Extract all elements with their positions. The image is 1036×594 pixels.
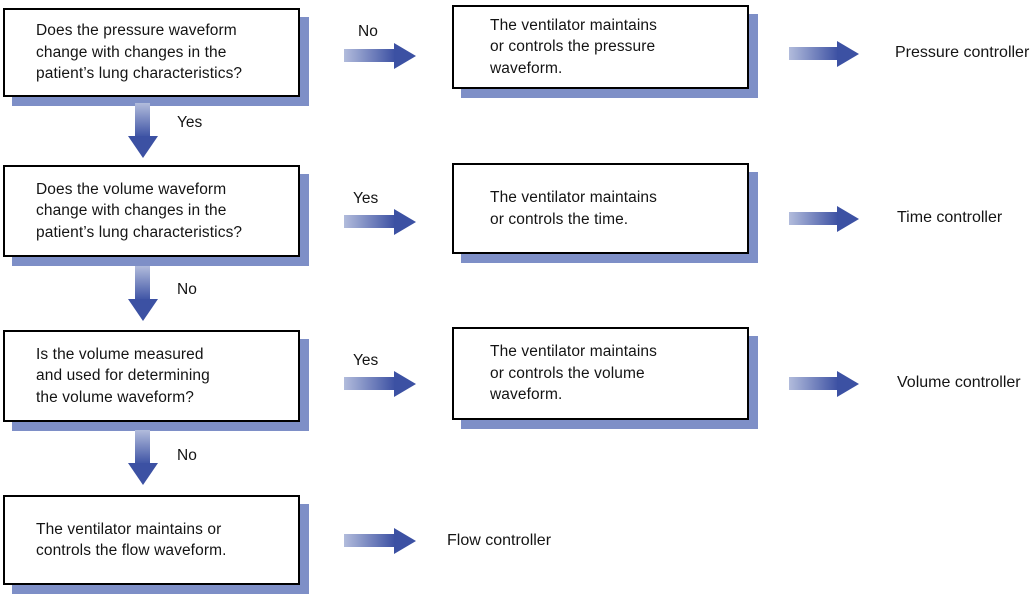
question-text-pressure: Does the pressure waveform change with c… <box>36 22 243 83</box>
arrow-shaft <box>344 534 394 547</box>
arrow-shaft <box>344 49 394 62</box>
arrow-shaft <box>135 430 150 463</box>
arrow-head <box>394 370 416 397</box>
branch-label-row1-no: No <box>358 23 378 40</box>
branch-label-row3-yes: Yes <box>353 352 379 369</box>
arrow-head <box>394 42 416 69</box>
result-text-volume: The ventilator maintains or controls the… <box>490 343 657 404</box>
outcome-label-pressure-controller: Pressure controller <box>895 44 1030 61</box>
branch-label-row2-yes: Yes <box>353 190 379 207</box>
question-text-volume-measured: Is the volume measured and used for dete… <box>36 345 210 406</box>
arrow-head <box>394 208 416 235</box>
branch-label-down1-yes: Yes <box>177 114 203 131</box>
arrow-shaft <box>789 47 837 60</box>
result-text-time: The ventilator maintains or controls the… <box>490 189 657 228</box>
branch-label-down3-no: No <box>177 447 197 464</box>
arrow-shaft <box>135 266 150 299</box>
arrow-shaft <box>344 377 394 390</box>
arrow-head <box>837 205 859 232</box>
arrow-head <box>837 40 859 67</box>
arrow-shaft <box>789 377 837 390</box>
result-box-time: The ventilator maintains or controls the… <box>452 163 749 254</box>
arrow-head <box>128 136 158 158</box>
question-box-pressure: Does the pressure waveform change with c… <box>3 8 300 97</box>
result-text-pressure: The ventilator maintains or controls the… <box>490 16 657 77</box>
arrow-head <box>837 370 859 397</box>
arrow-head <box>128 299 158 321</box>
result-box-flow: The ventilator maintains or controls the… <box>3 495 300 585</box>
outcome-label-time-controller: Time controller <box>897 209 1003 226</box>
arrow-head <box>394 527 416 554</box>
question-text-volume-waveform: Does the volume waveform change with cha… <box>36 180 243 241</box>
branch-label-down2-no: No <box>177 281 197 298</box>
arrow-shaft <box>789 212 837 225</box>
result-box-pressure: The ventilator maintains or controls the… <box>452 5 749 89</box>
result-text-flow: The ventilator maintains or controls the… <box>36 520 227 560</box>
question-box-volume-waveform: Does the volume waveform change with cha… <box>3 165 300 257</box>
question-box-volume-measured: Is the volume measured and used for dete… <box>3 330 300 422</box>
outcome-label-volume-controller: Volume controller <box>897 374 1021 391</box>
outcome-label-flow-controller: Flow controller <box>447 532 552 549</box>
arrow-shaft <box>135 103 150 136</box>
result-box-volume: The ventilator maintains or controls the… <box>452 327 749 420</box>
arrow-shaft <box>344 215 394 228</box>
arrow-head <box>128 463 158 485</box>
